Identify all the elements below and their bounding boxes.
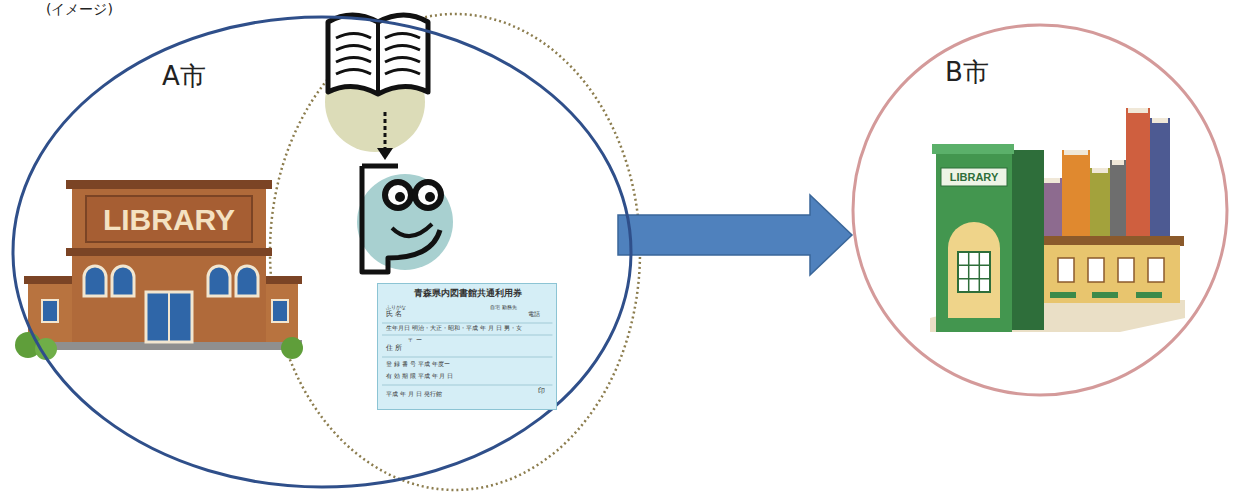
block-arrow — [618, 195, 852, 275]
card-field: 〒 ー — [408, 337, 422, 344]
library-illustration — [941, 168, 1007, 186]
reader-icon — [425, 192, 435, 202]
book-icon — [376, 22, 380, 94]
library-illustration — [1058, 258, 1074, 282]
library-illustration — [1152, 118, 1168, 123]
library-building — [66, 248, 272, 256]
card-field: 有 効 期 限 平成 年 月 日 — [386, 373, 453, 380]
library-illustration — [1136, 292, 1162, 298]
library-card: 青森県内図書館共通利用券ふりがな氏 名 自宅 勤務先電話生年月日 明治・大正・昭和… — [377, 283, 557, 410]
library-building — [281, 337, 303, 359]
dashed-arrow — [384, 112, 387, 150]
region-ellipse-outline — [10, 14, 634, 490]
library-illustration — [930, 108, 1185, 332]
library-building — [15, 180, 303, 360]
library-illustration — [1148, 258, 1164, 282]
library-illustration — [1118, 258, 1134, 282]
region-ellipse: 青森県内図書館共通利用券ふりがな氏 名 自宅 勤務先電話生年月日 明治・大正・昭和… — [10, 14, 634, 490]
card-field: 電話 — [528, 311, 540, 318]
card-field: 印 — [538, 388, 545, 396]
card-field: 氏 名 — [386, 311, 402, 319]
reader-icon — [362, 166, 440, 272]
library-illustration — [932, 144, 1014, 154]
region-circle-outline — [850, 22, 1230, 398]
card-rule — [382, 335, 552, 336]
library-building — [84, 266, 106, 296]
card-field: 住 所 — [386, 345, 402, 353]
card-title: 青森県内図書館共通利用券 — [414, 289, 522, 299]
reader-icon — [357, 166, 453, 272]
card-field: 登 録 番 号 平成 年度ー — [386, 361, 450, 368]
reader-icon — [415, 182, 441, 208]
card-field: ふりがな — [386, 305, 406, 311]
library-building — [28, 282, 78, 342]
library-illustration — [1010, 150, 1044, 330]
library-sign: LIBRARY — [941, 168, 1007, 186]
library-illustration — [958, 252, 990, 292]
region-name: B市 — [945, 58, 989, 87]
library-illustration — [958, 252, 990, 292]
region-name: A市 — [162, 62, 206, 91]
dashed-arrow — [377, 148, 393, 160]
card-rule — [382, 323, 552, 324]
library-illustration — [948, 222, 1000, 318]
library-illustration — [1112, 160, 1124, 165]
library-illustration — [936, 150, 1012, 332]
book-icon — [325, 15, 428, 152]
library-building — [262, 282, 298, 342]
dashed-arrow — [377, 112, 393, 160]
library-building — [86, 196, 252, 242]
library-building — [42, 300, 58, 322]
book-icon — [336, 34, 371, 75]
library-illustration — [1042, 178, 1060, 183]
library-illustration — [1092, 292, 1118, 298]
library-illustration — [1064, 150, 1088, 155]
book-icon — [385, 34, 420, 75]
reader-icon — [395, 192, 405, 202]
library-building — [146, 292, 192, 342]
card-field: 自宅 勤務先 — [490, 305, 517, 311]
card-field: 生年月日 明治・大正・昭和・平成 年 月 日 男・女 — [386, 325, 522, 332]
overlap-ellipse — [270, 14, 640, 490]
library-building — [168, 292, 170, 342]
library-building — [236, 266, 258, 296]
card-rule — [382, 357, 552, 358]
image-note: (イメージ) — [46, 2, 113, 17]
library-building — [208, 266, 230, 296]
region-ellipse-outline — [13, 17, 631, 487]
library-illustration — [1050, 292, 1076, 298]
overlap-ellipse — [270, 14, 640, 490]
library-building — [112, 266, 134, 296]
library-illustration — [1128, 108, 1148, 113]
library-illustration — [1036, 236, 1184, 246]
library-illustration — [1092, 168, 1108, 173]
region-circle-outline — [853, 25, 1227, 395]
card-rule — [382, 385, 552, 386]
library-building — [72, 186, 266, 342]
library-building — [272, 300, 288, 322]
region-circle: B市 — [850, 22, 1230, 398]
library-building — [66, 180, 272, 189]
library-sign: LIBRARY — [86, 196, 252, 242]
library-illustration — [1088, 258, 1104, 282]
reader-icon — [385, 182, 411, 208]
reader-icon — [392, 224, 432, 236]
card-field: 平成 年 月 日 発行館 — [386, 391, 442, 398]
library-illustration — [1040, 245, 1180, 303]
